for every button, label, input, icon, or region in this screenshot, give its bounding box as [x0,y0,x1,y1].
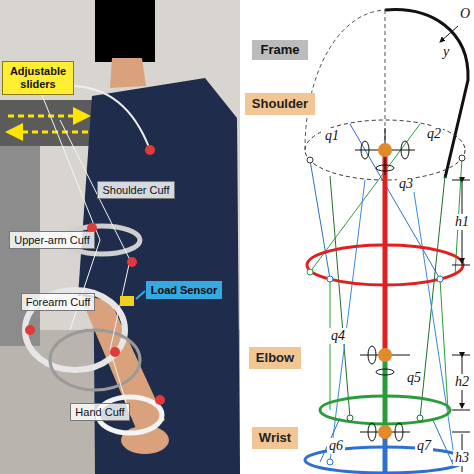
exoskeleton [25,86,165,433]
label-text: Adjustable sliders [7,65,69,90]
joint-symbols-part [401,141,409,159]
cables [310,124,462,462]
joint-symbols-part [395,423,403,441]
joint-symbols-part [376,369,394,375]
joint-angle: q7 [415,438,433,453]
cuff-rings-part [327,276,333,282]
frame-dome-part [440,26,458,42]
dimension-label: h1 [453,214,471,229]
joint-symbols-part [378,143,392,157]
dimension-label: h3 [453,450,471,465]
sensor-label: Load Sensor [146,281,223,300]
joint-symbols-part [376,165,394,171]
dimension-lines-part [452,410,470,411]
cables-part [310,160,330,279]
slider-arrows-part [8,131,88,134]
arm-links-part [383,150,388,355]
exoskeleton-part [70,240,100,330]
joint-angle: q4 [329,328,347,343]
person-part [95,0,155,62]
label-text: Shoulder [252,97,308,112]
joint-angle: q3 [397,176,415,191]
label-text: Upper-arm Cuff [14,234,90,247]
joint-symbols-part [368,346,376,364]
joint-angle: q5 [405,370,423,385]
joint-label: Shoulder [245,93,315,116]
frame-dome [305,10,468,180]
dimension-lines-part [452,265,470,266]
joint-symbols-part [361,141,369,159]
exoskeleton-part [40,90,100,240]
label-text: Shoulder Cuff [102,184,169,197]
exoskeleton-part [136,291,145,299]
joint-angle: q6 [327,438,345,453]
arm-links-part [383,355,388,432]
exoskeleton-part [25,325,35,335]
frame-dome-part [385,10,468,178]
exoskeleton-part [145,145,155,155]
exoskeleton-part [110,347,120,357]
label-text: Forearm Cuff [26,296,91,309]
dimension-lines [452,180,470,472]
exoskeleton-part [120,296,134,306]
joint-angle: q2 [425,126,443,141]
joint-symbols [355,128,415,441]
label-text: Frame [260,43,299,58]
cuff-label: Upper-arm Cuff [9,231,95,250]
axis-label: y [441,44,451,59]
dimension-label: h2 [453,374,471,389]
cables-part [330,279,331,410]
exoskeleton-part [25,290,125,370]
cuff-label: Hand Cuff [70,403,129,422]
frame-label: Frame [252,40,307,61]
joint-label: Elbow [249,347,301,370]
cables-part [432,418,452,462]
cuff-label: Shoulder Cuff [97,181,174,200]
cuff-rings-part [307,269,313,275]
exoskeleton-part [40,86,150,150]
frame-dome-part [305,120,465,180]
dimension-lines-part [452,180,470,181]
exoskeleton-part [50,330,140,390]
cuff-rings-part [347,415,353,421]
photo-background [0,0,240,474]
label-text: Elbow [256,351,294,366]
cables-part [310,124,420,272]
cuff-rings-part [437,276,443,282]
photo-background-part [0,0,240,474]
cuff-label: Forearm Cuff [21,293,96,312]
cables-part [440,279,448,410]
slider-arrows-part [8,115,88,118]
cables-part [350,124,440,279]
cuff-rings-part [459,155,465,161]
dimension-lines-part [452,355,470,356]
axis-label: O [458,6,472,21]
slider-label: Adjustable sliders [2,61,74,94]
joint-angle: q1 [323,128,341,143]
photo-background-part [0,100,100,146]
label-text: Load Sensor [151,284,218,297]
joint-label: Wrist [252,427,298,450]
exoskeleton-part [127,257,137,267]
cuff-rings-part [417,415,423,421]
cuff-rings-part [327,459,333,465]
joint-symbols-part [378,348,392,362]
slider-arrows [8,116,88,132]
frame-dome-part [305,10,385,150]
dimension-lines-part [452,432,470,433]
joint-symbols-part [378,425,392,439]
label-text: Wrist [259,431,291,446]
exoskeleton-part [155,395,165,405]
cuff-rings-part [307,157,313,163]
label-text: Hand Cuff [75,406,124,419]
joint-symbols-part [368,423,376,441]
person-part [110,58,146,88]
